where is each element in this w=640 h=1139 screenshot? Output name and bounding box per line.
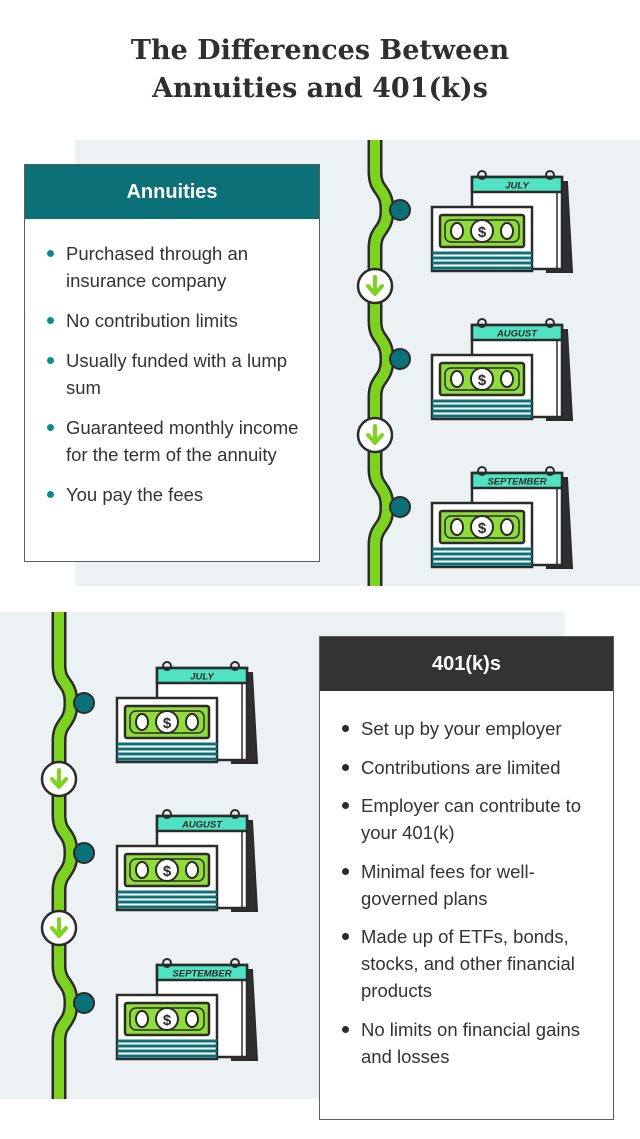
title-line-2: Annuities and 401(k)s [152, 73, 488, 104]
timeline-dot-icon [389, 199, 411, 221]
calendar-money-icon: JULY $ [115, 661, 259, 764]
k401-heading: 401(k)s [320, 637, 613, 691]
annuities-card: Annuities Purchased through an insurance… [24, 164, 320, 562]
timeline-dot-icon [389, 496, 411, 518]
down-arrow-icon [40, 760, 78, 798]
annuities-heading: Annuities [25, 165, 319, 219]
calendar-month-label: SEPTEMBER [487, 477, 546, 488]
calendar-money-icon: SEPTEMBER $ [115, 958, 259, 1061]
dollar-sign-icon: $ [163, 715, 172, 732]
list-item: Guaranteed monthly income for the term o… [45, 414, 303, 468]
timeline-dot-icon [73, 992, 95, 1014]
calendar-month-label: SEPTEMBER [172, 969, 231, 980]
annuities-list: Purchased through an insurance company N… [25, 219, 319, 508]
annuities-timeline-illustration: JULY $ AUGUST $ SEPTEMBER $ [356, 140, 574, 586]
down-arrow-icon [356, 416, 394, 454]
timeline-line [370, 140, 392, 586]
page-title: The Differences Between Annuities and 40… [0, 32, 640, 108]
calendar-month-label: AUGUST [496, 329, 538, 340]
list-item: Minimal fees for well-governed plans [340, 858, 597, 912]
list-item: Made up of ETFs, bonds, stocks, and othe… [340, 923, 597, 1004]
timeline-dot-icon [389, 348, 411, 370]
timeline-dot-icon [73, 842, 95, 864]
list-item: Usually funded with a lump sum [45, 347, 303, 401]
list-item: Employer can contribute to your 401(k) [340, 792, 597, 846]
k401-timeline-illustration: JULY $ AUGUST $ SEPTEMBER $ [40, 612, 259, 1099]
list-item: You pay the fees [45, 481, 303, 508]
calendar-month-label: JULY [190, 672, 215, 683]
calendar-money-icon: SEPTEMBER $ [430, 466, 574, 569]
list-item: Set up by your employer [340, 715, 597, 742]
down-arrow-icon [40, 909, 78, 947]
k401-card: 401(k)s Set up by your employer Contribu… [319, 636, 614, 1120]
list-item: Purchased through an insurance company [45, 240, 303, 294]
list-item: No contribution limits [45, 307, 303, 334]
dollar-sign-icon: $ [478, 372, 487, 389]
timeline-line [54, 612, 76, 1099]
calendar-month-label: AUGUST [181, 820, 223, 831]
dollar-sign-icon: $ [163, 1012, 172, 1029]
calendar-money-icon: AUGUST $ [430, 318, 574, 421]
title-line-1: The Differences Between [130, 35, 510, 66]
calendar-month-label: JULY [505, 181, 530, 192]
timeline-dot-icon [73, 692, 95, 714]
calendar-money-icon: AUGUST $ [115, 809, 259, 912]
list-item: Contributions are limited [340, 754, 597, 781]
list-item: No limits on financial gains and losses [340, 1016, 597, 1070]
dollar-sign-icon: $ [163, 863, 172, 880]
k401-list: Set up by your employer Contributions ar… [320, 691, 613, 1070]
dollar-sign-icon: $ [478, 224, 487, 241]
calendar-money-icon: JULY $ [430, 170, 574, 273]
dollar-sign-icon: $ [478, 520, 487, 537]
down-arrow-icon [356, 267, 394, 305]
